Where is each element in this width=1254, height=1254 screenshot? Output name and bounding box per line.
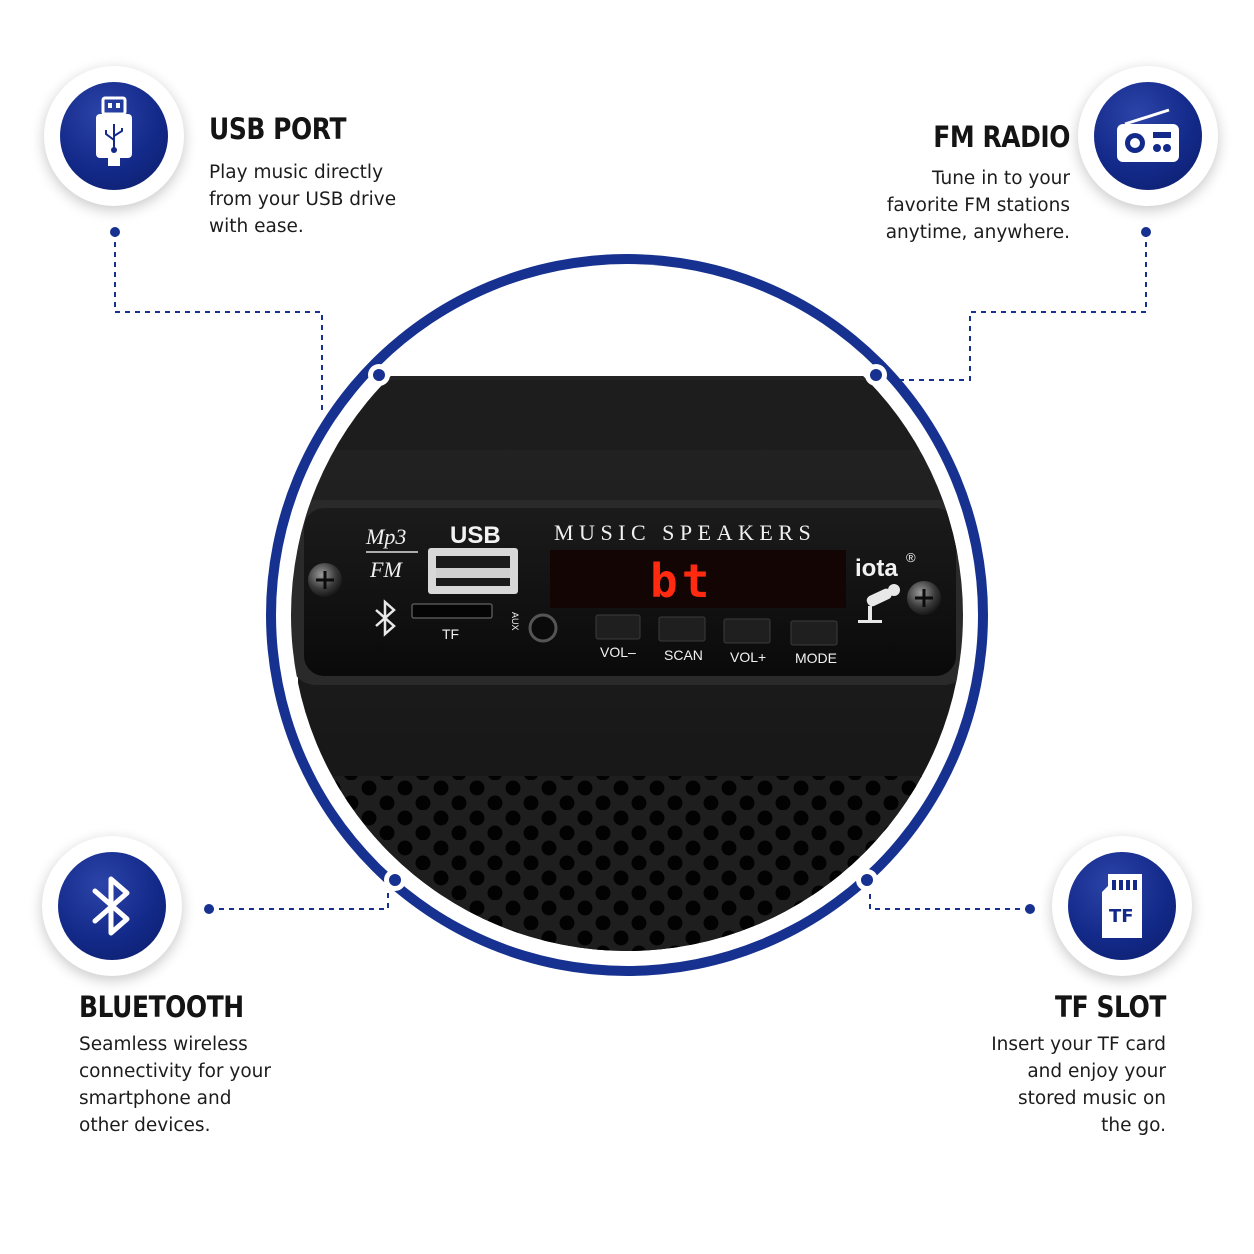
bluetooth-badge (42, 836, 182, 976)
fm-badge (1078, 66, 1218, 206)
right-screw (907, 581, 941, 615)
vol-minus-label: VOL– (600, 644, 636, 660)
mode-button[interactable] (790, 620, 838, 646)
usb-badge (44, 66, 184, 206)
brand-mark: ® (906, 550, 916, 565)
bluetooth-title: BLUETOOTH (79, 990, 244, 1024)
usb-description: Play music directly from your USB drive … (209, 162, 397, 237)
microphone-icon (858, 584, 900, 623)
brand-name: iota (855, 555, 898, 582)
usb-icon (96, 96, 132, 166)
fm-connector-line (876, 232, 1147, 381)
bluetooth-connector-line (209, 880, 389, 910)
left-screw (308, 563, 342, 597)
ring-anchor-dots (368, 364, 887, 891)
tf-connector-line (869, 880, 1030, 910)
fm-label: FM (369, 557, 403, 582)
usb-label: USB (450, 522, 501, 549)
usb-title: USB PORT (209, 112, 347, 146)
scan-button[interactable] (658, 616, 706, 642)
usb-connector-line (114, 232, 323, 410)
panel-bluetooth-icon (375, 599, 396, 637)
tf-title: TF SLOT (1055, 990, 1166, 1024)
vol-plus-label: VOL+ (730, 649, 766, 665)
tf-description: Insert your TF card and enjoy your store… (991, 1034, 1166, 1136)
fm-title: FM RADIO (933, 120, 1070, 154)
tf-card-icon: TF (1102, 874, 1142, 938)
display-text: bt (650, 554, 713, 608)
vol-minus-button[interactable] (595, 614, 641, 640)
tf-card-icon-text: TF (1109, 906, 1134, 927)
fm-description: Tune in to your favorite FM stations any… (885, 168, 1070, 243)
tf-slot[interactable] (411, 603, 493, 619)
mode-label: MODE (795, 650, 837, 666)
mp3-label: Mp3 (365, 524, 406, 549)
led-display (550, 550, 846, 608)
tf-badge: TF (1052, 836, 1192, 976)
aux-label: AUX (510, 612, 520, 631)
vol-plus-button[interactable] (723, 618, 771, 644)
tf-label: TF (442, 626, 459, 642)
aux-jack[interactable] (528, 613, 558, 643)
bluetooth-icon (92, 876, 130, 936)
bluetooth-description: Seamless wireless connectivity for your … (79, 1034, 271, 1136)
radio-icon (1117, 108, 1179, 162)
brand-text: MUSIC SPEAKERS (554, 520, 816, 545)
scan-label: SCAN (664, 647, 703, 663)
